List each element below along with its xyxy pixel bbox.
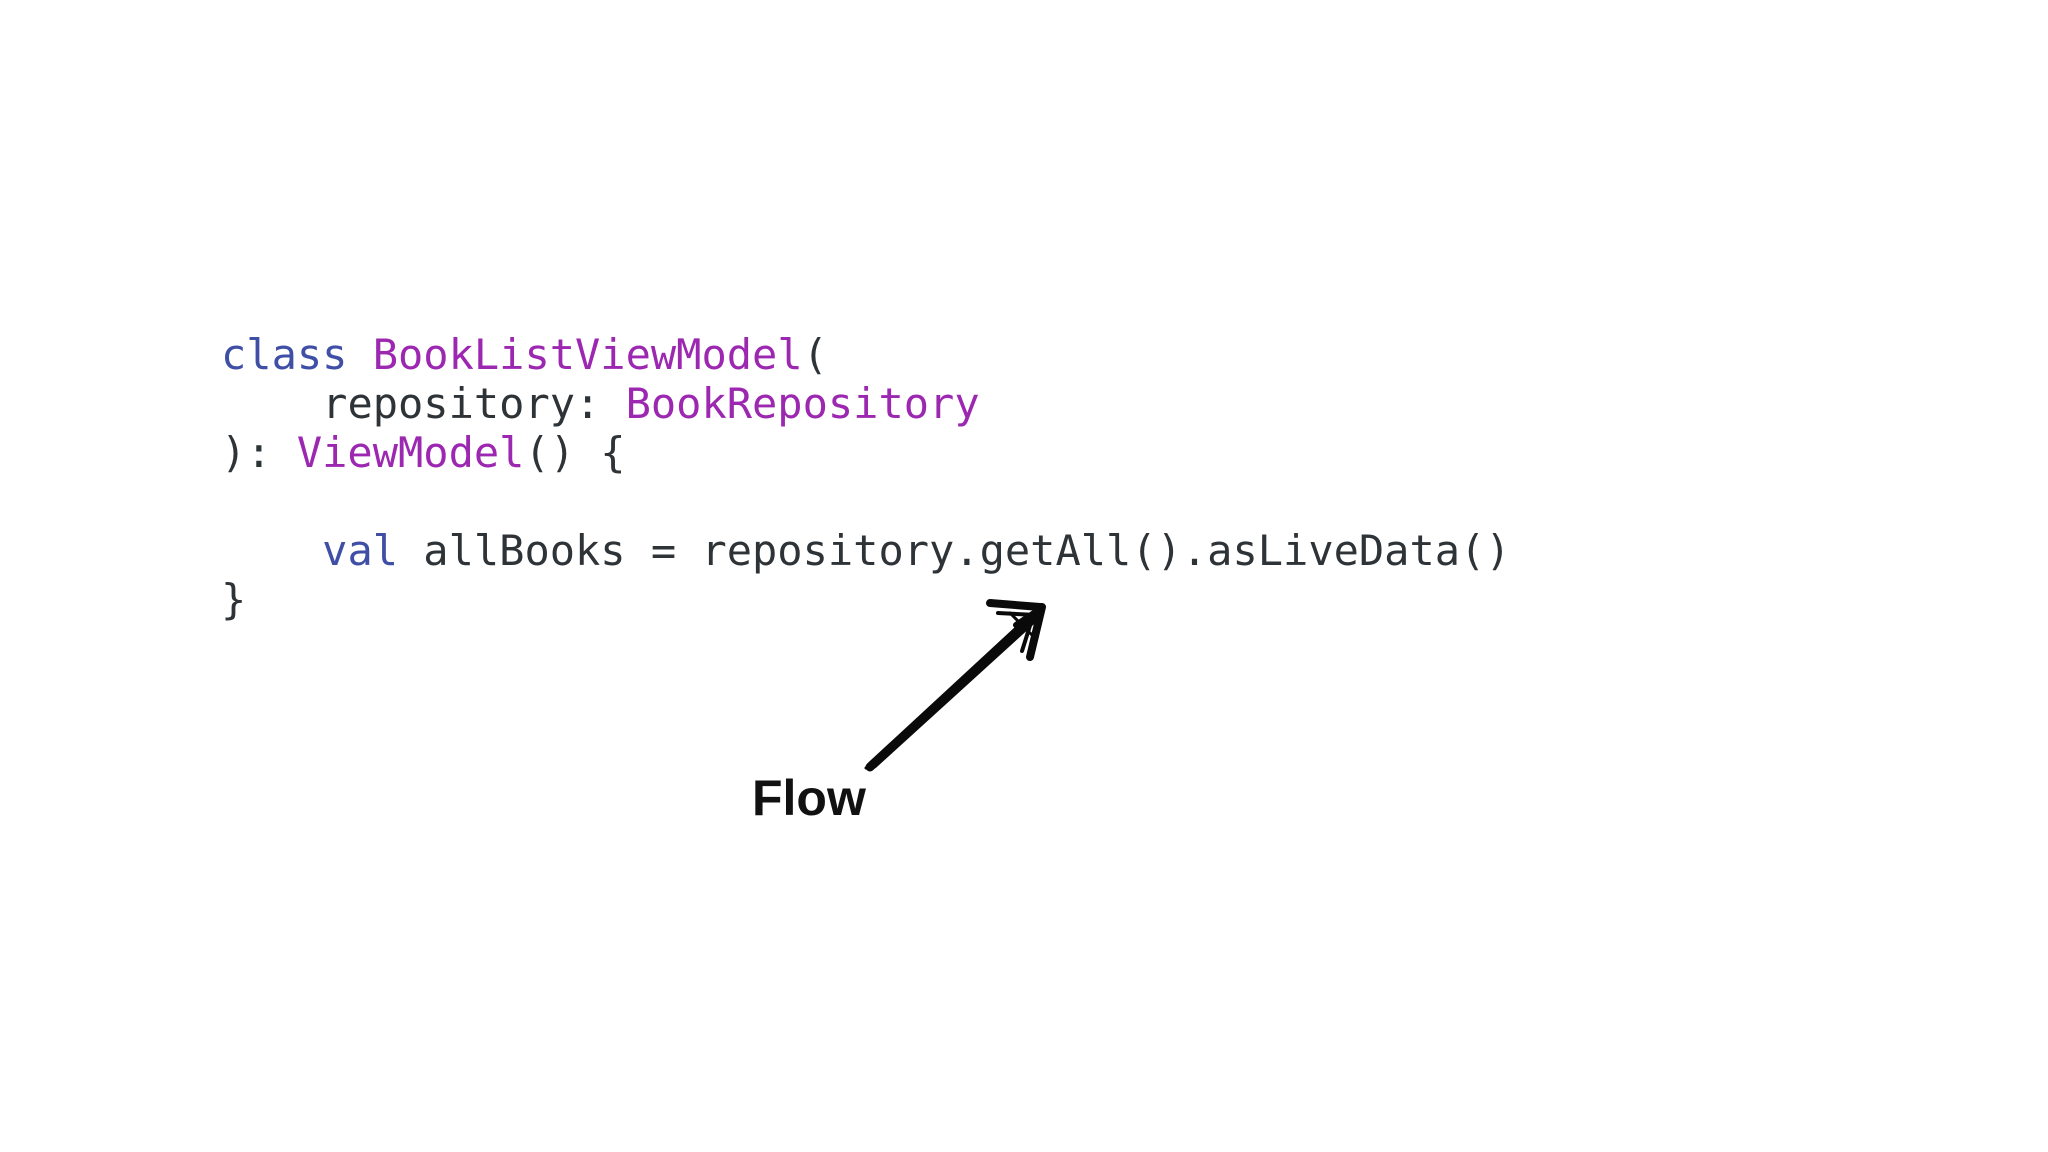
code-class-name: BookListViewModel: [372, 330, 803, 379]
code-line-4: [221, 477, 1511, 526]
code-super-type: ViewModel: [296, 428, 525, 477]
hand-drawn-arrow-icon: [864, 599, 1046, 772]
code-line-6: }: [221, 575, 247, 624]
code-line-5: val allBooks = repository.getAll().asLiv…: [221, 526, 1511, 575]
code-open-paren: (: [802, 330, 828, 379]
code-statement: allBooks = repository.getAll().asLiveDat…: [398, 526, 1511, 575]
code-open-brace: () {: [524, 428, 626, 477]
code-param-name: repository:: [322, 379, 626, 428]
code-param-type: BookRepository: [625, 379, 980, 428]
code-line-1: class BookListViewModel(: [221, 330, 1511, 379]
code-close-paren: ):: [221, 428, 297, 477]
code-indent: [221, 526, 322, 575]
code-line-3: ): ViewModel() {: [221, 428, 1511, 477]
code-space: [347, 330, 372, 379]
code-indent: [221, 379, 322, 428]
code-keyword-class: class: [221, 330, 348, 379]
code-line-2: repository: BookRepository: [221, 379, 1511, 428]
code-block: class BookListViewModel( repository: Boo…: [221, 330, 1511, 624]
code-keyword-val: val: [322, 526, 399, 575]
flow-label: Flow: [752, 770, 866, 826]
